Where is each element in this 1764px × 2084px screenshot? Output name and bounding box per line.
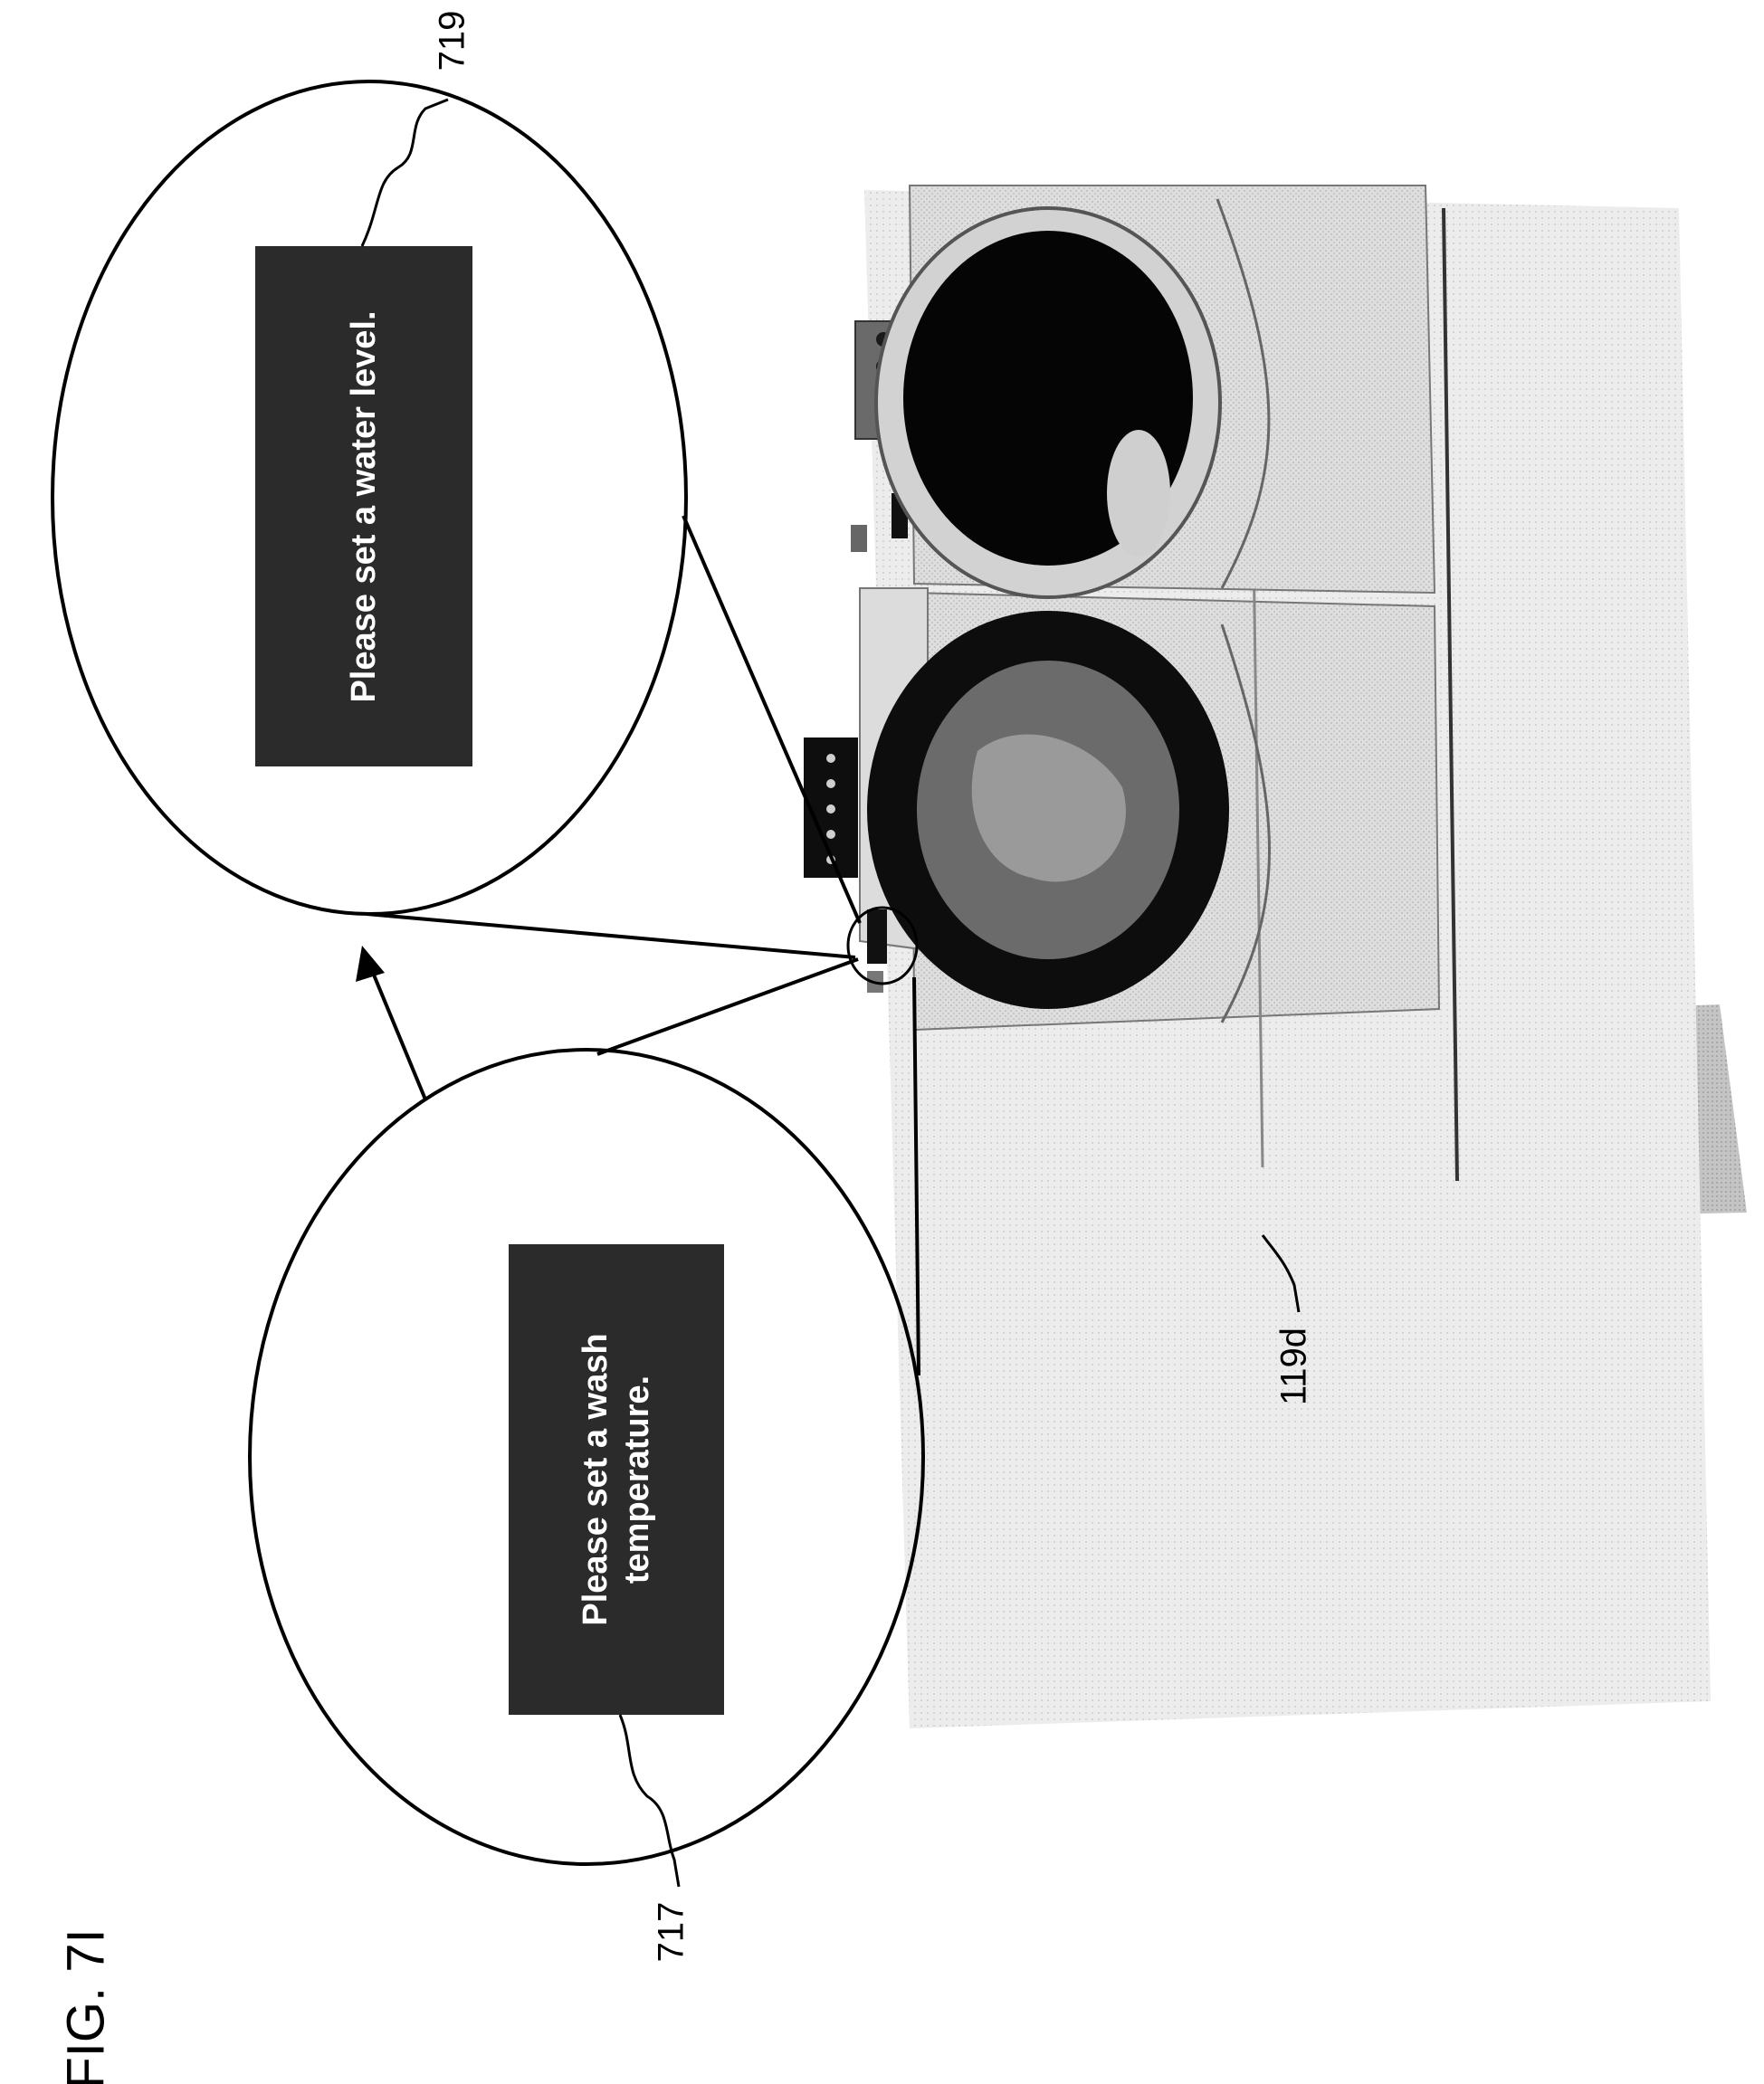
figure-title: FIG. 7I (56, 1928, 117, 2084)
water-level-message-line-1: Please set a water level. (345, 310, 383, 702)
transition-arrow-shaft (371, 968, 425, 1099)
transition-arrow-head (356, 946, 385, 982)
wash-temperature-message-line-1: Please set a wash (575, 1333, 616, 1625)
upper-washer-drum-light (1107, 430, 1170, 557)
transition-arrow (356, 946, 425, 1099)
wash-temperature-message-line-2: temperature. (616, 1333, 658, 1625)
machine-photo (804, 186, 1747, 1728)
wash-temperature-message: Please set a wash temperature. (575, 1333, 658, 1625)
reference-119d: 119d (1274, 1327, 1315, 1405)
upper-washer (851, 186, 1435, 597)
reference-717: 717 (652, 1902, 692, 1963)
water-level-callout (52, 81, 860, 957)
reference-719: 719 (433, 11, 473, 71)
water-level-leader-line (362, 100, 448, 246)
water-level-connector-bottom (367, 914, 855, 957)
water-level-connector-top (683, 516, 860, 923)
wash-temperature-connector-top (597, 959, 858, 1054)
water-level-message: Please set a water level. (343, 310, 385, 702)
